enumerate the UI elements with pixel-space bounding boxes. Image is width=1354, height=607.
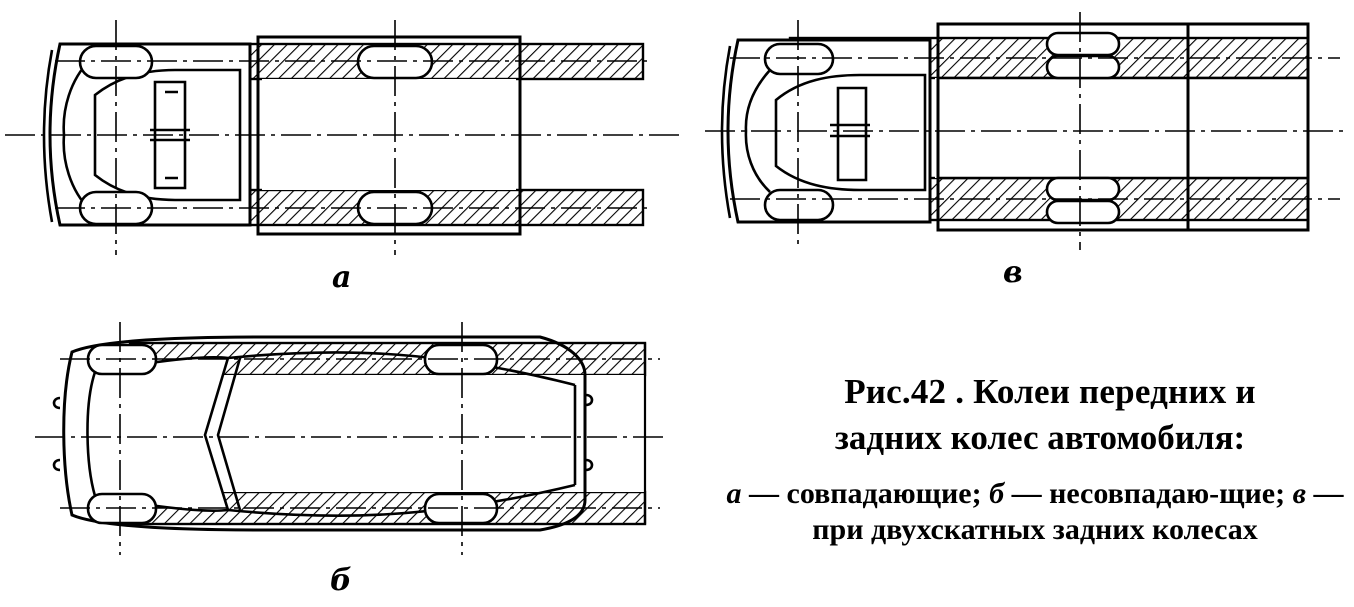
- legend-text-b: — несовпадаю-щие;: [1004, 477, 1293, 510]
- panel-v-front-right-wheel: [763, 188, 835, 222]
- legend-letter-b: б: [989, 477, 1005, 510]
- legend-text-v: — при двухскатных задних колесах: [812, 477, 1344, 546]
- panel-v-cargo-body: [936, 22, 1310, 232]
- panel-b-label: б: [330, 563, 352, 598]
- panel-v-centerlines: [705, 12, 1345, 250]
- panel-v-label: в: [1003, 255, 1023, 290]
- legend-letter-v: в: [1292, 477, 1306, 510]
- panel-b-diagram: [35, 322, 665, 555]
- panel-a-centerlines: [5, 20, 680, 255]
- panel-v-front-left-wheel: [763, 42, 835, 76]
- panel-v-rear-dual-wheel-3: [1045, 176, 1121, 202]
- panel-a-diagram: [5, 20, 680, 255]
- legend-letter-a: а: [726, 477, 742, 510]
- panel-v-rear-dual-wheel-2: [1045, 54, 1121, 80]
- panel-v-rear-dual-wheel-1: [1045, 31, 1121, 57]
- panel-a-label: а: [332, 260, 352, 295]
- panel-b-centerlines: [35, 322, 665, 555]
- panel-v-rear-dual-wheel-4: [1045, 199, 1121, 225]
- caption-title-line-2: задних колес автомобиля:: [834, 418, 1246, 457]
- caption-legend: а — совпадающие; б — несовпадаю-щие; в —…: [715, 476, 1354, 548]
- panel-v-diagram: [705, 12, 1345, 250]
- legend-text-a: — совпадающие;: [741, 477, 990, 510]
- caption-title-line-1: Рис.42 . Колеи передних и: [844, 372, 1256, 411]
- panel-b-car-body: [62, 335, 587, 532]
